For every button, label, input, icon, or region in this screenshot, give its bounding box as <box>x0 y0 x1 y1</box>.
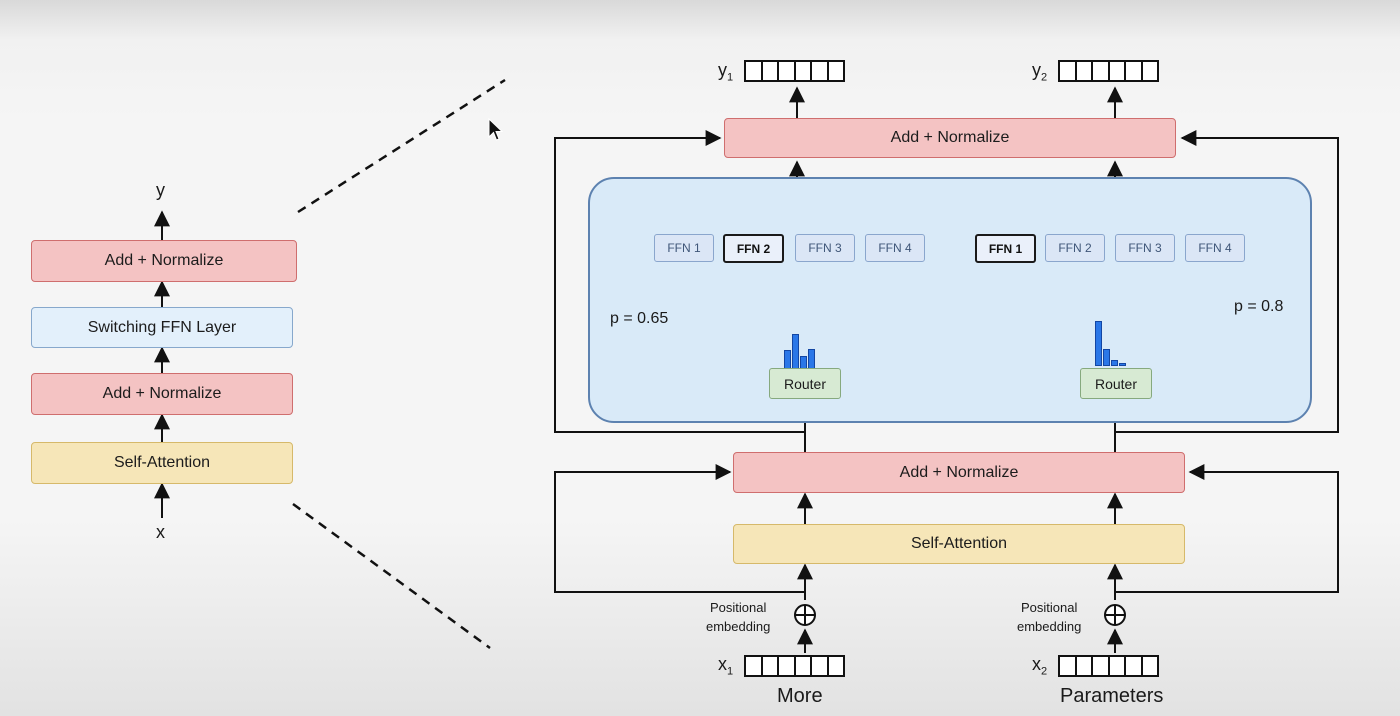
expert-right-ffn-4: FFN 4 <box>1185 234 1245 262</box>
zoom-line-bottom <box>292 502 491 650</box>
expert-left-ffn-2-selected: FFN 2 <box>723 234 784 263</box>
input-word-parameters: Parameters <box>1060 685 1164 707</box>
router-prob-bar <box>1111 360 1118 366</box>
positional-add-operators <box>794 604 1126 626</box>
router-prob-bar <box>784 350 791 370</box>
output-y2-vector <box>1058 60 1159 82</box>
right-add-normalize-top: Add + Normalize <box>724 118 1176 158</box>
zoom-line-top <box>297 78 506 214</box>
expert-right-ffn-3: FFN 3 <box>1115 234 1175 262</box>
router-right: Router <box>1080 368 1152 399</box>
expert-right-ffn-1-selected: FFN 1 <box>975 234 1036 263</box>
prob-left-label: p = 0.65 <box>610 310 669 327</box>
prob-right-label: p = 0.8 <box>1234 298 1284 315</box>
left-add-normalize-top: Add + Normalize <box>31 240 297 282</box>
expert-left-ffn-3: FFN 3 <box>795 234 855 262</box>
output-y1-vector <box>744 60 845 82</box>
left-switching-ffn-layer: Switching FFN Layer <box>31 307 293 348</box>
expert-left-ffn-1: FFN 1 <box>654 234 714 262</box>
switching-ffn-panel <box>588 177 1312 423</box>
left-self-attention: Self-Attention <box>31 442 293 484</box>
input-x1-vector <box>744 655 845 677</box>
input-word-more: More <box>777 685 823 707</box>
input-x2-label: x2 <box>1032 654 1048 678</box>
router-left: Router <box>769 368 841 399</box>
left-input-label: x <box>156 522 165 542</box>
router-prob-bar <box>1095 321 1102 366</box>
right-add-normalize-bottom: Add + Normalize <box>733 452 1185 493</box>
expert-left-ffn-4: FFN 4 <box>865 234 925 262</box>
router-left-histogram <box>784 320 815 370</box>
input-x2-vector <box>1058 655 1159 677</box>
output-y2-label: y2 <box>1032 60 1048 84</box>
expert-right-ffn-2: FFN 2 <box>1045 234 1105 262</box>
right-self-attention: Self-Attention <box>733 524 1185 564</box>
mouse-cursor-icon <box>488 118 504 141</box>
router-right-histogram <box>1095 316 1126 366</box>
input-x1-label: x1 <box>718 654 734 678</box>
router-prob-bar <box>792 334 799 370</box>
router-prob-bar <box>1103 349 1110 366</box>
left-output-label: y <box>156 180 165 200</box>
router-prob-bar <box>808 349 815 370</box>
router-prob-bar <box>1119 363 1126 366</box>
residual-connections <box>554 130 1339 593</box>
output-y1-label: y1 <box>718 60 734 84</box>
left-add-normalize-bottom: Add + Normalize <box>31 373 293 415</box>
